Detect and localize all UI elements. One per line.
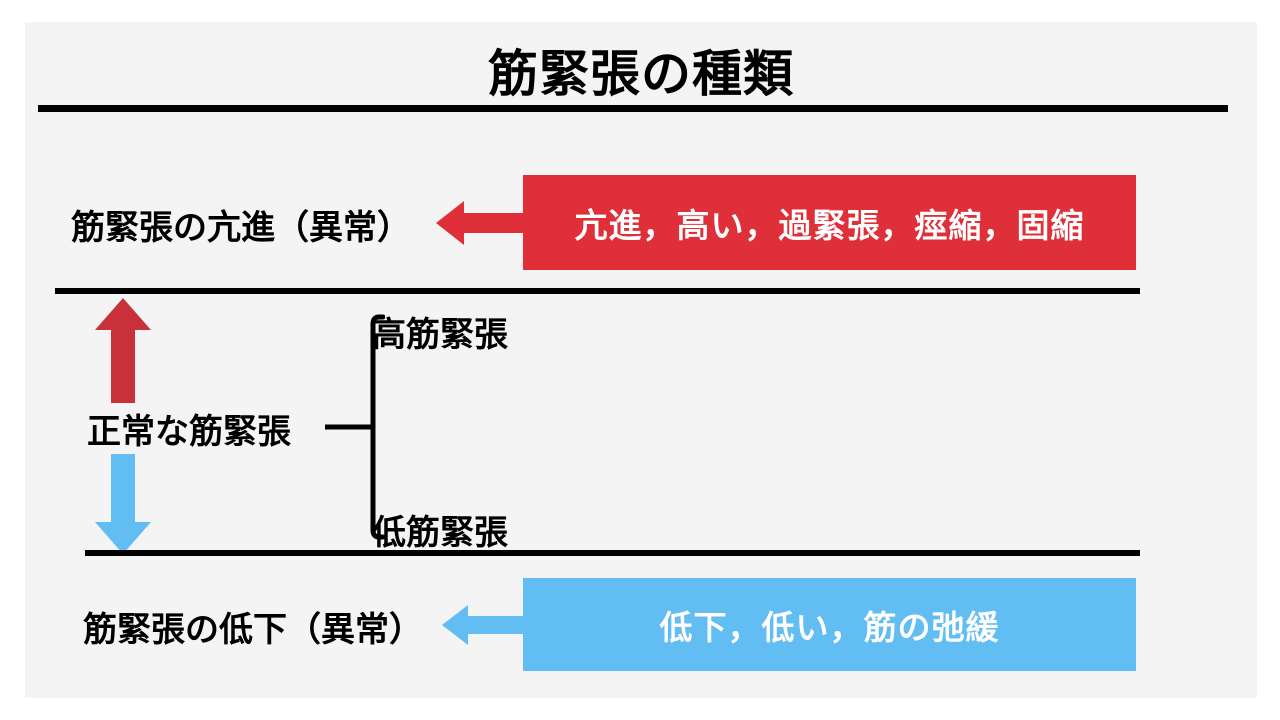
left-arrow-blue-icon (442, 605, 528, 645)
up-arrow-red-icon (95, 298, 151, 403)
left-arrow-red-icon (436, 201, 528, 245)
slide-canvas: 筋緊張の種類 筋緊張の亢進（異常） 亢進，高い，過緊張，痙縮，固縮 正常な筋緊張… (25, 22, 1257, 698)
banner-hypotonia-text: 低下，低い，筋の弛緩 (659, 607, 1000, 647)
page-title: 筋緊張の種類 (488, 45, 794, 103)
divider-lower (85, 550, 1140, 556)
label-hypotonia: 筋緊張の低下（異常） (83, 610, 423, 650)
label-hypertonia: 筋緊張の亢進（異常） (71, 208, 411, 248)
banner-hypotonia: 低下，低い，筋の弛緩 (523, 578, 1136, 671)
branch-label-high-tone: 高筋緊張 (372, 315, 508, 355)
banner-hypertonia-text: 亢進，高い，過緊張，痙縮，固縮 (574, 205, 1085, 245)
banner-hypertonia: 亢進，高い，過緊張，痙縮，固縮 (523, 175, 1136, 270)
title-underline-rule (38, 105, 1228, 112)
branch-label-low-tone: 低筋緊張 (372, 513, 508, 553)
branch-bracket (325, 314, 385, 540)
down-arrow-blue-icon (95, 454, 151, 554)
label-normal-tone: 正常な筋緊張 (87, 412, 291, 452)
divider-upper (55, 288, 1140, 294)
